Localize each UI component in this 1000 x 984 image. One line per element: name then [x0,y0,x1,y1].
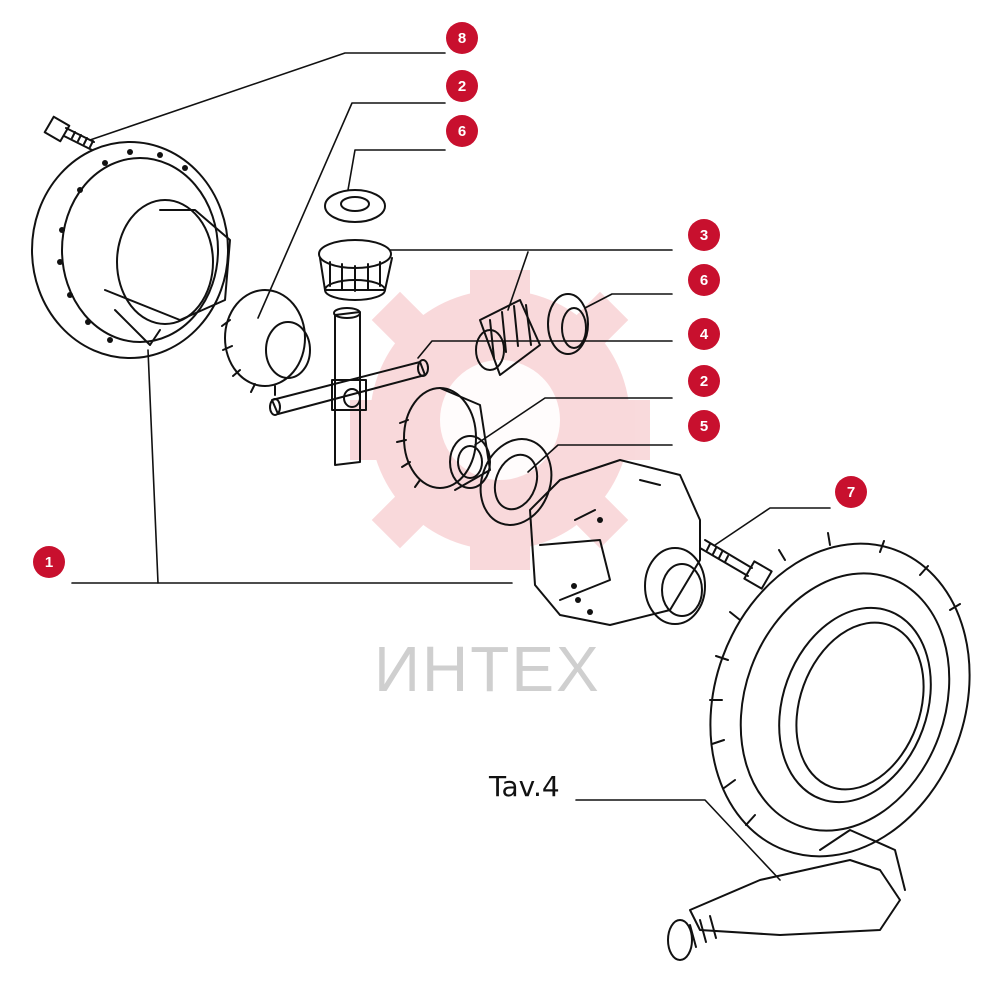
callout-6-right[interactable]: 6 [688,264,720,296]
callout-3[interactable]: 3 [688,219,720,251]
planet-pinion-mid-part-3 [475,299,541,376]
thrust-washer-top-part-6 [324,189,386,223]
cross-shaft-part-4 [269,307,429,466]
callout-1[interactable]: 1 [33,546,65,578]
ring-gear-assembly [667,532,971,961]
housing-right-part-1 [529,459,706,626]
callout-8[interactable]: 8 [446,22,478,54]
thrust-washer-right-part-6 [547,293,589,355]
planet-pinion-top-part-3 [318,239,393,301]
bolt-part-8 [43,115,95,151]
callout-2-lower[interactable]: 2 [688,365,720,397]
callout-6-top[interactable]: 6 [446,115,478,147]
watermark-gear-inner [440,360,560,480]
housing-left-part-1 [31,141,231,359]
callout-7[interactable]: 7 [835,476,867,508]
callout-2-upper[interactable]: 2 [446,70,478,102]
callout-5[interactable]: 5 [688,410,720,442]
drawing-label: Tav.4 [489,770,560,803]
leader-lines [71,52,831,881]
side-gear-upper-part-2 [221,289,311,396]
watermark-text: ИНТЕХ [374,633,601,705]
bolt-part-7 [699,539,773,590]
callout-4[interactable]: 4 [688,318,720,350]
washer-part-5 [479,438,553,526]
